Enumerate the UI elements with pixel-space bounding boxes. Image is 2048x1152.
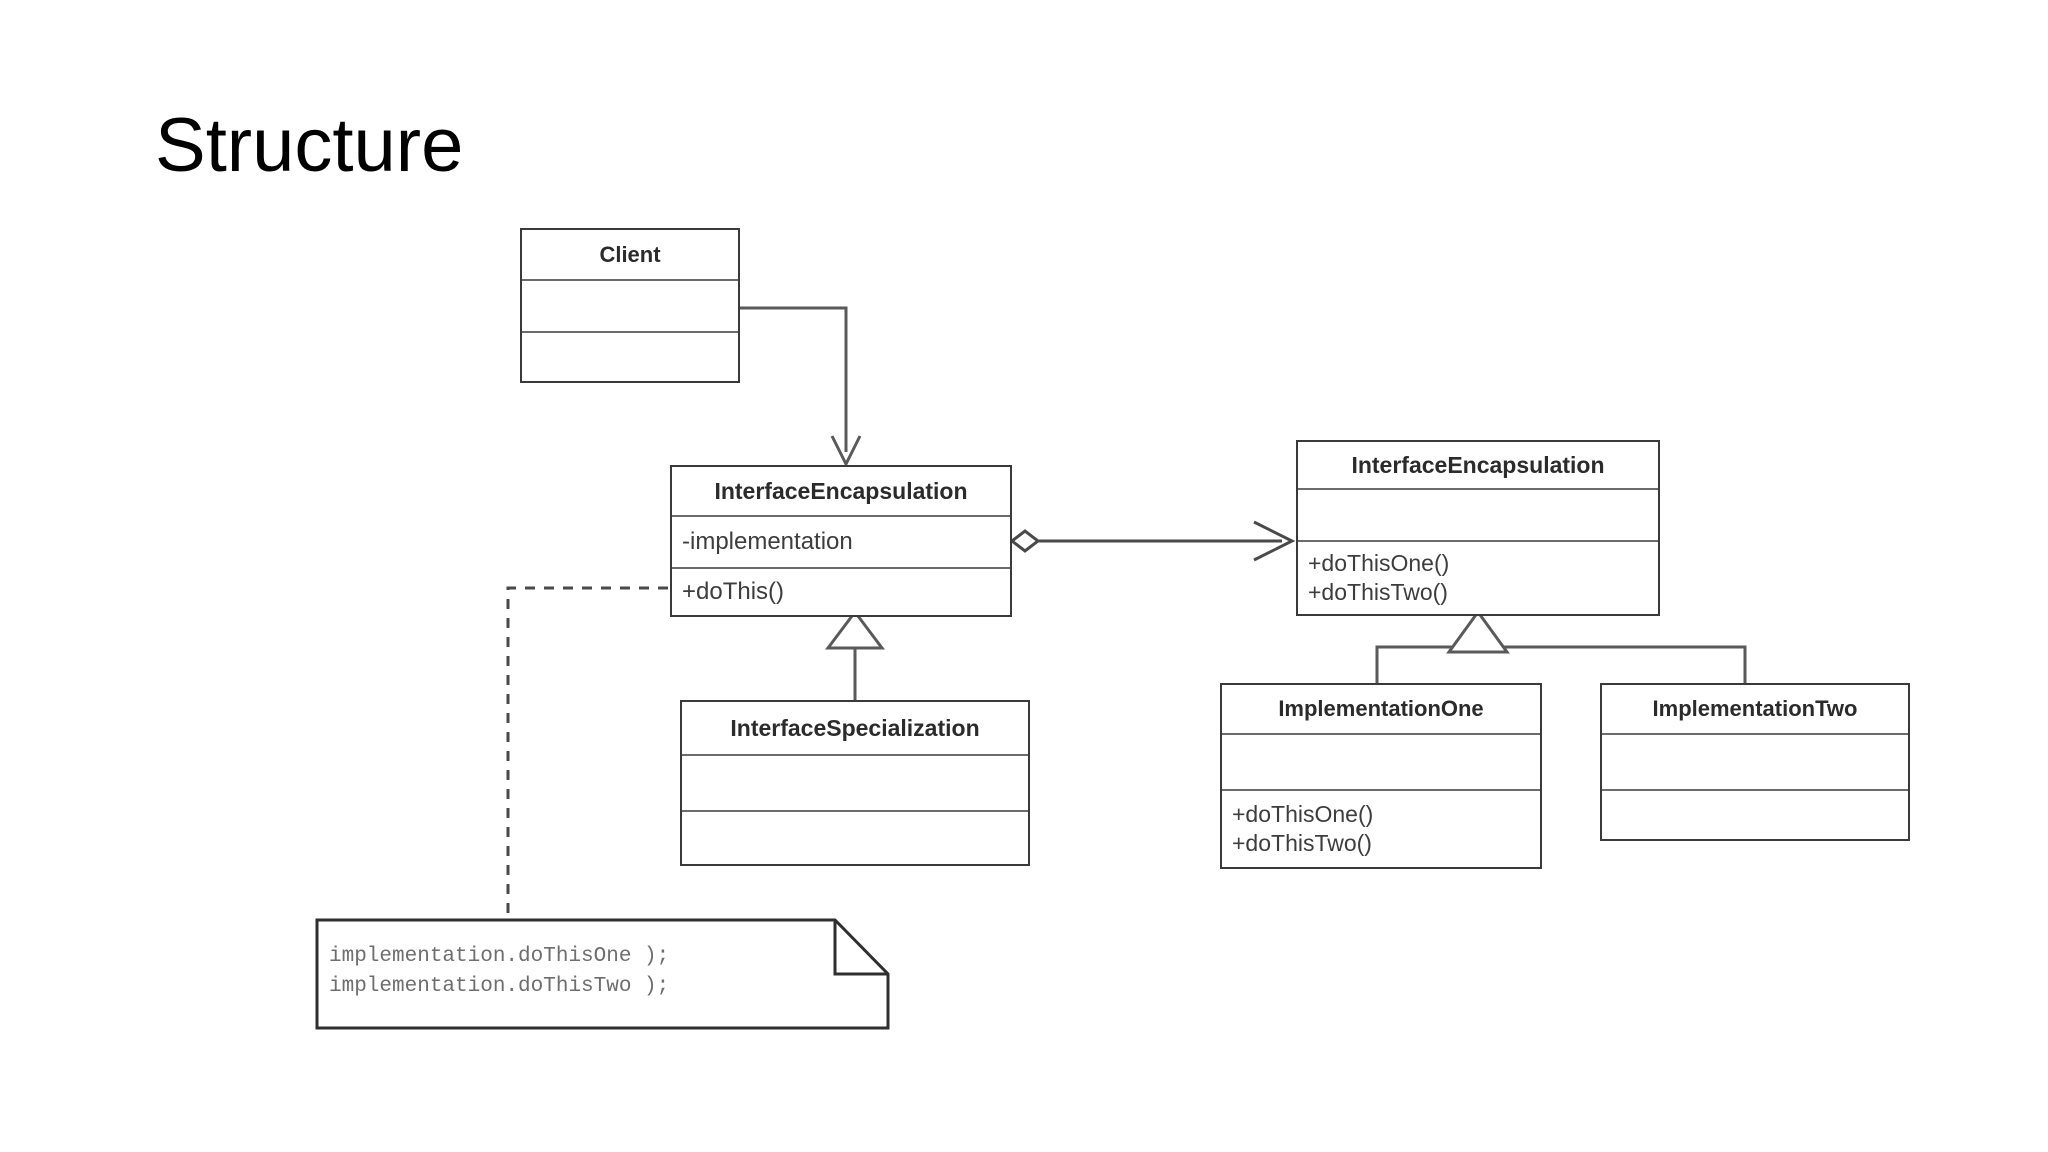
uml-attributes-compartment: -implementation (672, 515, 1010, 567)
uml-class-name: ImplementationOne (1278, 696, 1484, 721)
uml-methods-compartment (522, 330, 738, 381)
uml-method: +doThisOne() (1308, 550, 1450, 577)
uml-attributes-compartment (1298, 488, 1658, 540)
connector-aggregation (1009, 520, 1296, 562)
uml-attributes-compartment (1602, 733, 1908, 789)
uml-methods-compartment (682, 810, 1028, 864)
uml-methods-compartment: +doThisOne() +doThisTwo() (1298, 540, 1658, 614)
uml-methods-compartment: +doThis() (672, 567, 1010, 615)
uml-attributes-compartment (682, 754, 1028, 810)
uml-method: +doThisTwo() (1232, 830, 1372, 856)
uml-class-implementation-two[interactable]: ImplementationTwo (1600, 683, 1910, 841)
connector-note-anchor (506, 586, 668, 918)
uml-method: +doThisOne() (1232, 801, 1374, 828)
uml-method: +doThis() (682, 578, 785, 605)
uml-class-implementation-one[interactable]: ImplementationOne +doThisOne() +doThisTw… (1220, 683, 1542, 869)
uml-methods-compartment (1602, 789, 1908, 839)
uml-class-name: InterfaceEncapsulation (1351, 451, 1605, 478)
connector-generalization-specialization (825, 609, 885, 700)
uml-class-interface-encapsulation-left[interactable]: InterfaceEncapsulation -implementation +… (670, 465, 1012, 617)
uml-attributes-compartment (1222, 733, 1540, 789)
page-title: Structure (155, 103, 464, 188)
uml-class-name: InterfaceSpecialization (730, 714, 980, 741)
connector-client-to-interface (740, 306, 862, 468)
uml-note[interactable]: implementation.doThisOne ); implementati… (315, 918, 890, 1030)
uml-class-interface-specialization[interactable]: InterfaceSpecialization (680, 700, 1030, 866)
uml-attribute: -implementation (682, 528, 853, 555)
uml-attributes-compartment (522, 279, 738, 330)
uml-class-name: ImplementationTwo (1652, 696, 1858, 721)
uml-class-name: InterfaceEncapsulation (714, 477, 968, 504)
uml-class-interface-encapsulation-right[interactable]: InterfaceEncapsulation +doThisOne() +doT… (1296, 440, 1660, 616)
connector-generalization-implementations (1375, 609, 1747, 683)
note-shape-icon (315, 918, 890, 1030)
uml-method: +doThisTwo() (1308, 579, 1448, 605)
uml-methods-compartment: +doThisOne() +doThisTwo() (1222, 789, 1540, 867)
uml-class-client[interactable]: Client (520, 228, 740, 383)
uml-class-name: Client (599, 241, 661, 267)
note-text: implementation.doThisOne ); implementati… (329, 945, 670, 999)
